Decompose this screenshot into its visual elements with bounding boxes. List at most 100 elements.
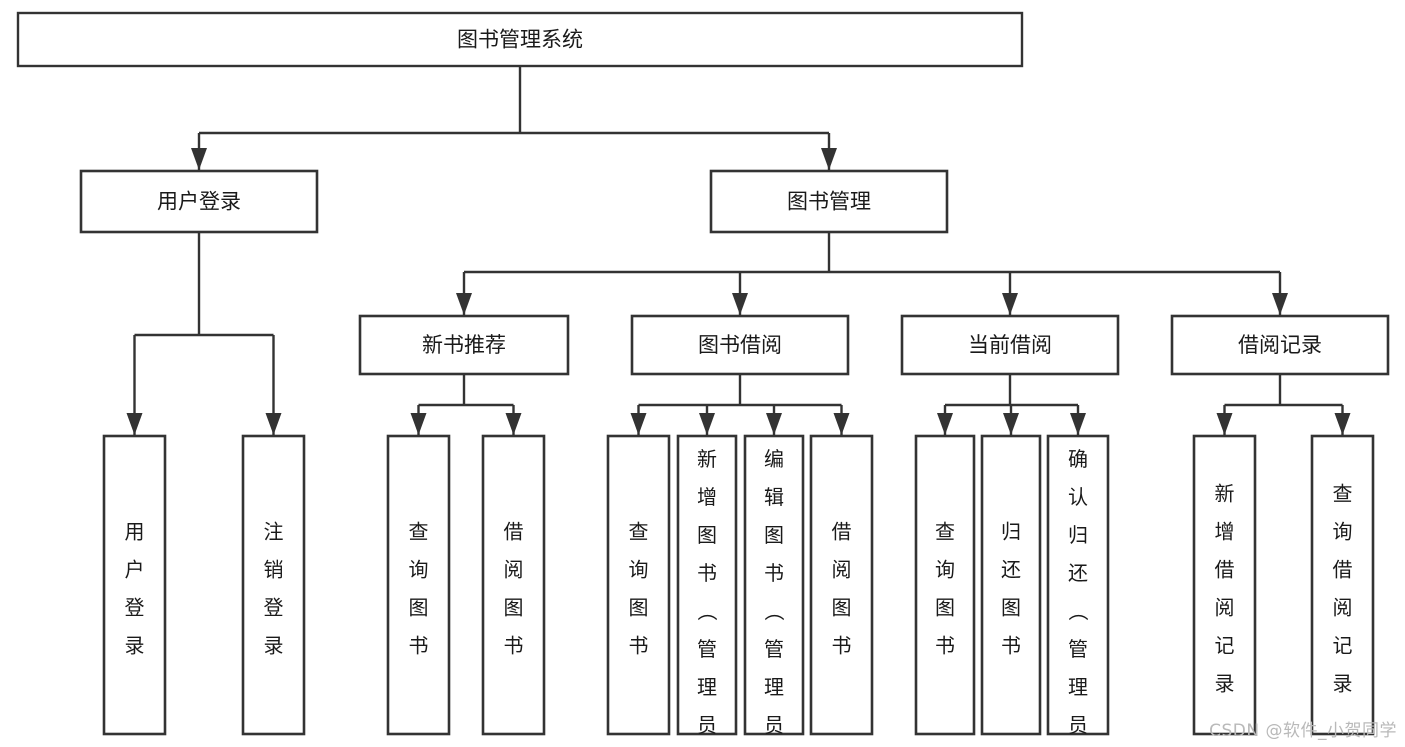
arrow-head-icon xyxy=(505,413,522,435)
node-label-char: 管 xyxy=(697,637,717,661)
node-label-char: 新 xyxy=(1215,482,1235,506)
node-label-char: 编 xyxy=(764,447,784,471)
node-label-char: 阅 xyxy=(832,558,852,582)
node-label-char: 书 xyxy=(409,634,429,658)
node-label-char: 图 xyxy=(504,596,524,620)
node-label-char: 理 xyxy=(764,675,784,699)
node-label-char: 户 xyxy=(125,558,145,582)
node-label: 图书管理 xyxy=(787,190,871,214)
node-box xyxy=(241,434,306,736)
node-label-char: 查 xyxy=(409,520,429,544)
node-label-char: 还 xyxy=(1068,561,1088,585)
node-box xyxy=(630,314,850,376)
node-label-char: 注 xyxy=(264,520,284,544)
node-label-char: 询 xyxy=(409,558,429,582)
node-box xyxy=(79,169,319,234)
node-label-char: 书 xyxy=(764,561,784,585)
node-label-char: （ xyxy=(1066,601,1090,621)
node-label-char: 查 xyxy=(1333,482,1353,506)
node-label-char: 书 xyxy=(629,634,649,658)
node-label-char: 归 xyxy=(1001,520,1021,544)
arrow-head-icon xyxy=(456,293,472,315)
node-box xyxy=(102,434,167,736)
node-label-char: 记 xyxy=(1333,634,1353,658)
node-label-char: 借 xyxy=(1333,558,1353,582)
node-label-char: 记 xyxy=(1215,634,1235,658)
node-label-char: 归 xyxy=(1068,523,1088,547)
node-label-char: 理 xyxy=(1068,675,1088,699)
arrow-head-icon xyxy=(732,293,748,315)
node-label-char: 借 xyxy=(832,520,852,544)
node-box xyxy=(1310,434,1375,736)
node-level3-3[interactable]: 借阅记录 xyxy=(1170,314,1390,376)
node-label-char: 增 xyxy=(697,485,717,509)
arrow-head-icon xyxy=(699,413,715,435)
node-level3-0[interactable]: 新书推荐 xyxy=(358,314,570,376)
node-label-char: 阅 xyxy=(504,558,524,582)
node-boxes: 图书管理系统用户登录图书管理新书推荐图书借阅当前借阅借阅记录用户登录注销登录查询… xyxy=(16,11,1390,747)
node-label-char: 员 xyxy=(697,713,717,737)
node-box xyxy=(676,434,738,736)
node-box xyxy=(743,434,805,736)
node-label-char: 录 xyxy=(125,634,145,658)
node-label-char: 销 xyxy=(264,558,284,582)
node-label-char: 登 xyxy=(125,596,145,620)
node-label-char: 管 xyxy=(1068,637,1088,661)
node-box xyxy=(900,314,1120,376)
arrow-head-icon xyxy=(1003,413,1019,435)
node-level3-1[interactable]: 图书借阅 xyxy=(630,314,850,376)
node-label-char: 员 xyxy=(1068,713,1088,737)
node-label: 新书推荐 xyxy=(422,333,506,357)
node-box xyxy=(1192,434,1257,736)
node-label-char: 图 xyxy=(764,523,784,547)
node-label-char: 图 xyxy=(1001,596,1021,620)
node-label-char: 书 xyxy=(697,561,717,585)
node-label-char: 认 xyxy=(1068,485,1088,509)
node-label-char: 书 xyxy=(1001,634,1021,658)
node-label-char: 新 xyxy=(697,447,717,471)
node-label-char: 图 xyxy=(409,596,429,620)
arrow-head-icon xyxy=(833,413,850,435)
node-label-char: 辑 xyxy=(764,485,784,509)
node-box xyxy=(709,169,949,234)
node-label: 用户登录 xyxy=(157,190,241,214)
node-label-char: （ xyxy=(695,601,719,621)
node-root-0[interactable]: 图书管理系统 xyxy=(16,11,1024,68)
node-label-char: 增 xyxy=(1215,520,1235,544)
node-box xyxy=(980,434,1042,736)
node-label-char: 管 xyxy=(764,637,784,661)
node-label-char: 书 xyxy=(935,634,955,658)
node-label-char: 询 xyxy=(629,558,649,582)
node-level2-1[interactable]: 图书管理 xyxy=(709,169,949,234)
node-label-char: 确 xyxy=(1068,447,1088,471)
node-box xyxy=(809,434,874,736)
node-leaf-0[interactable]: 用户登录 xyxy=(102,434,167,736)
node-label-char: 理 xyxy=(697,675,717,699)
watermark-label: CSDN @软件_小贺同学 xyxy=(1209,721,1397,741)
node-box xyxy=(358,314,570,376)
arrow-head-icon xyxy=(126,413,143,435)
node-level2-0[interactable]: 用户登录 xyxy=(79,169,319,234)
arrow-head-icon xyxy=(191,148,207,170)
node-label: 借阅记录 xyxy=(1238,333,1322,357)
node-level3-2[interactable]: 当前借阅 xyxy=(900,314,1120,376)
arrow-head-icon xyxy=(766,413,782,435)
node-label-char: 录 xyxy=(1215,672,1235,696)
node-box xyxy=(1170,314,1390,376)
connector-lines xyxy=(126,66,1351,435)
node-label-char: 录 xyxy=(1333,672,1353,696)
